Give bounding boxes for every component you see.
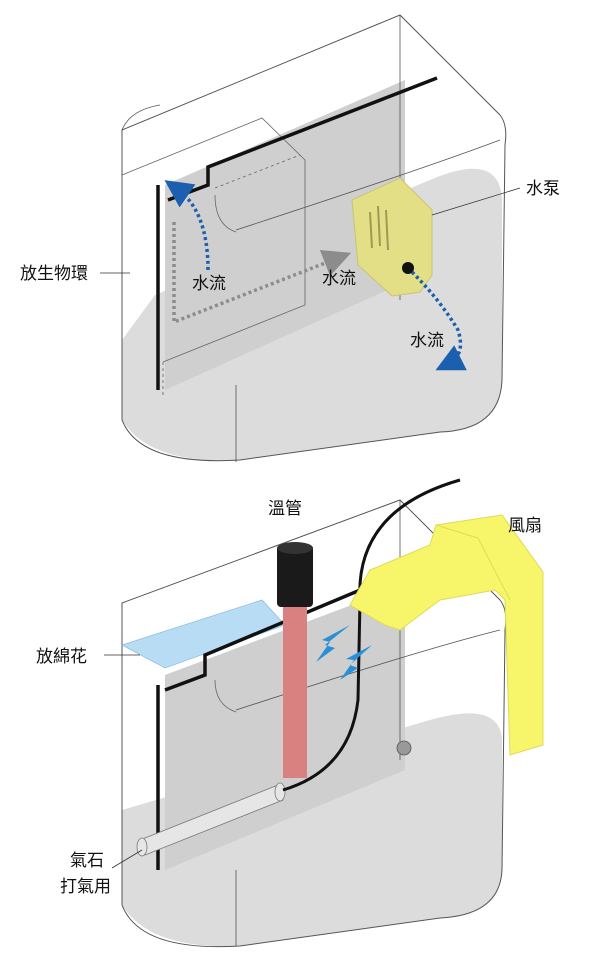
label-airstone-1: 氣石: [70, 851, 104, 871]
air-arrow-1: [316, 625, 350, 662]
label-flow-left: 水流: [192, 274, 226, 294]
fan-body: [349, 514, 544, 756]
drain-hole: [396, 740, 412, 756]
label-fan: 風扇: [508, 516, 542, 536]
top-divider-panel: [165, 80, 405, 390]
bottom-filter-box: 溫管 風扇 放綿花 氣石 打氣用: [36, 478, 544, 948]
top-filter-box: 水泵 放生物環 水流 水流 水流: [20, 14, 560, 462]
flow-arrow-out: [410, 270, 467, 371]
flow-arrow-gray: [172, 222, 352, 325]
label-airstone-2: 打氣用: [60, 877, 111, 897]
bottom-water-area: [122, 713, 502, 947]
label-pump: 水泵: [526, 179, 560, 199]
label-flow-middle: 水流: [322, 269, 356, 289]
heater-tube: [283, 600, 307, 778]
heater-cap: [277, 545, 313, 607]
top-box-outline: [121, 14, 507, 462]
label-flow-out: 水流: [410, 331, 444, 351]
air-arrow-2: [340, 645, 372, 680]
label-cotton: 放綿花: [36, 647, 87, 667]
label-bio-ring: 放生物環: [20, 264, 88, 284]
label-heater: 溫管: [268, 499, 302, 519]
pump-outlet: [402, 262, 414, 274]
